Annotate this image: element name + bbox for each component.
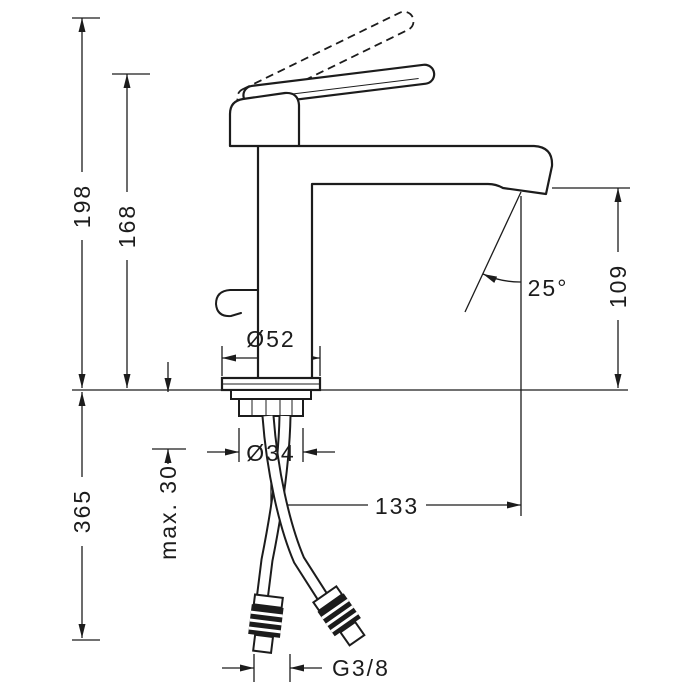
pull-rod-hook	[214, 289, 259, 318]
thread-stripe	[330, 611, 359, 633]
hose-right-inner	[263, 415, 326, 599]
dimension-max-deck-thickness	[152, 362, 186, 464]
dimension-hole-diameter	[207, 428, 335, 462]
dimension-handle-height	[112, 73, 150, 388]
spout-outline	[228, 144, 554, 380]
body-silhouette	[230, 146, 553, 378]
mounting-hole-diameter-label: Ø34	[246, 440, 295, 466]
handle-height-label: 168	[114, 204, 140, 248]
connector-nipple	[252, 633, 275, 654]
spray-angle-annotation	[464, 191, 522, 313]
hose-connector-right	[311, 584, 366, 647]
thread-stripe	[250, 610, 283, 618]
angle-arc	[482, 273, 522, 283]
dimension-labels: 198 168 365 max. 30 Ø52 Ø34 109 25° 133 …	[69, 184, 631, 681]
spray-angle-label: 25°	[528, 275, 569, 301]
connection-thread-label: G3/8	[332, 655, 390, 681]
dimension-overall-height	[72, 17, 100, 388]
mounting-assembly	[230, 389, 312, 417]
faucet	[214, 10, 554, 654]
dimension-spout-height	[552, 187, 630, 388]
dimension-below-deck	[72, 392, 100, 641]
mounting-washer	[230, 389, 312, 400]
base-diameter-label: Ø52	[246, 326, 295, 352]
mounting-nut	[238, 398, 304, 417]
dimension-lines	[72, 17, 630, 682]
thread-stripe	[249, 618, 282, 626]
overall-height-label: 198	[69, 184, 95, 228]
handle-base	[228, 91, 301, 146]
max-deck-thickness-label: max. 30	[155, 464, 181, 560]
thread-stripe	[325, 605, 354, 627]
connector-nipple	[339, 620, 366, 647]
base-plate	[220, 376, 322, 392]
thread-stripe	[321, 598, 350, 620]
supply-hoses	[255, 415, 328, 601]
hose-connector-left	[248, 593, 284, 654]
angled-stream-line	[464, 191, 522, 313]
thread-stripe	[248, 626, 281, 634]
below-deck-length-label: 365	[69, 489, 95, 533]
spout-height-label: 109	[605, 264, 631, 308]
dimension-connection-thread	[222, 654, 322, 682]
spout-reach-label: 133	[375, 493, 419, 519]
